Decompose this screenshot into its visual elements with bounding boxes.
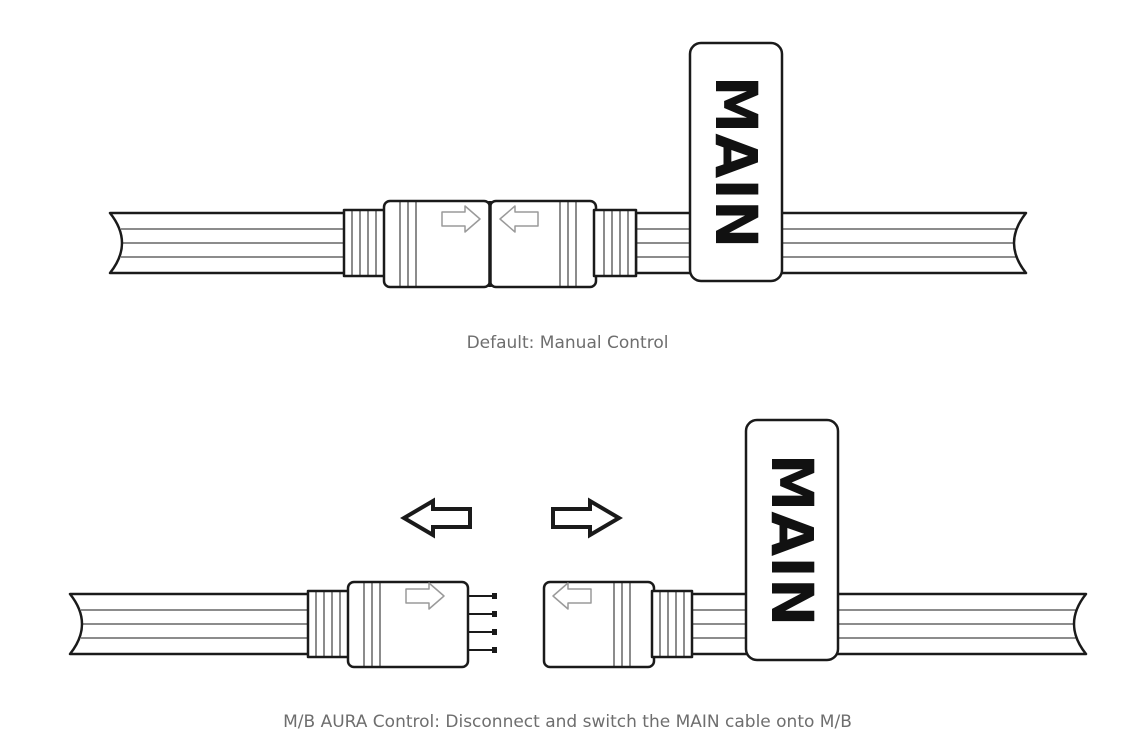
top-left-arrow-icon xyxy=(499,205,539,233)
top-left-cable-stripes xyxy=(121,228,345,258)
bottom-main-tag xyxy=(744,418,840,662)
bottom-female-connector xyxy=(542,580,656,669)
bottom-main-tag-label: MAIN xyxy=(758,454,826,627)
bottom-cable-assembly xyxy=(68,418,1088,669)
top-main-tag-label: MAIN xyxy=(702,76,770,249)
bottom-male-arrow-icon xyxy=(405,582,445,610)
top-right-arrow-icon xyxy=(441,205,481,233)
bottom-left-cable-stripes xyxy=(81,609,310,639)
top-right-strain-relief xyxy=(592,208,638,278)
top-caption: Default: Manual Control xyxy=(466,333,669,353)
top-main-tag xyxy=(688,41,784,283)
disconnect-left-arrow-icon xyxy=(400,497,472,539)
top-cable-assembly xyxy=(108,41,1028,289)
connector-pins xyxy=(468,595,496,651)
separation-arrows xyxy=(400,497,623,539)
bottom-female-arrow-icon xyxy=(552,582,592,610)
top-left-strain-relief xyxy=(342,208,388,278)
bottom-left-strain-relief xyxy=(306,589,352,659)
bottom-male-connector xyxy=(346,580,470,669)
disconnect-right-arrow-icon xyxy=(551,497,623,539)
bottom-right-strain-relief xyxy=(650,589,694,659)
bottom-caption: M/B AURA Control: Disconnect and switch … xyxy=(283,712,852,732)
